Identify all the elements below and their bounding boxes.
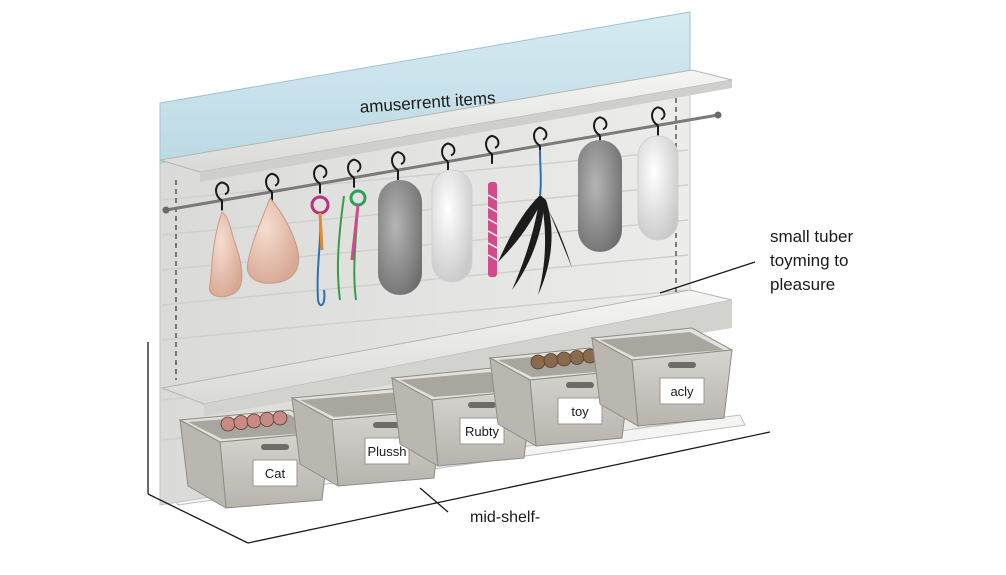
callout-right-line-3: pleasure xyxy=(770,275,835,294)
callout-right-line-2: toyming to xyxy=(770,251,848,270)
feather-wand-string xyxy=(539,149,542,196)
bin-label-card xyxy=(557,397,603,425)
hook-icon xyxy=(347,158,362,188)
hook-icon xyxy=(485,134,500,164)
hook-icon xyxy=(215,181,230,211)
callout-leaders xyxy=(659,261,756,294)
callout-bottom: mid-shelf- xyxy=(470,509,540,526)
hanging-rod xyxy=(165,113,719,212)
callout-right-line-1: small tuber xyxy=(770,227,853,246)
bin-content-item xyxy=(556,351,572,367)
braided-toy-pink xyxy=(488,182,497,277)
bin-side xyxy=(291,397,339,487)
plush-gray-1 xyxy=(378,180,422,295)
hooks-group xyxy=(215,106,666,211)
bin-label: toy xyxy=(571,404,589,419)
bin-label-card xyxy=(252,459,298,487)
rubber-toy-small xyxy=(209,211,243,298)
hanging-toys xyxy=(209,135,679,307)
bin-label: Cat xyxy=(265,466,286,481)
hook-icon xyxy=(441,142,456,172)
hook-icon xyxy=(391,151,406,181)
bin-handle xyxy=(468,402,496,408)
bin-label: Rubty xyxy=(465,424,499,439)
bin-label-card xyxy=(659,377,705,405)
bin-side xyxy=(391,377,439,467)
dimension-lines xyxy=(147,342,771,544)
bin-handle xyxy=(373,422,401,428)
mid-shelf-edge xyxy=(204,300,732,416)
feather-toy-black xyxy=(498,195,572,295)
plush-gray-2 xyxy=(578,140,622,252)
bin-handle xyxy=(668,362,696,368)
plush-white-1 xyxy=(431,169,473,283)
bin-side xyxy=(179,419,227,509)
loop-wand-magenta-stick xyxy=(318,212,324,251)
rod-end-left xyxy=(162,206,170,214)
rubber-toy-large xyxy=(246,197,300,284)
hook-icon xyxy=(313,164,328,194)
top-shelf-edge xyxy=(200,80,732,182)
bin-content-item xyxy=(543,353,559,368)
bin-label: Plussh xyxy=(367,444,406,459)
bin-content-item xyxy=(530,354,546,370)
storage-bin: Cat xyxy=(178,409,332,509)
bin-label-card xyxy=(459,417,505,445)
bin-content-item xyxy=(569,350,585,365)
storage-bin: acly xyxy=(590,327,734,427)
braided-toy-stripes xyxy=(487,194,498,261)
bin-handle xyxy=(566,382,594,388)
bin-label-card xyxy=(364,437,410,465)
bin-side xyxy=(591,337,639,427)
bin-handle xyxy=(261,444,289,450)
bin-content-item xyxy=(233,415,249,430)
loop-wand-green-stick xyxy=(350,204,360,261)
bin-label: acly xyxy=(670,384,694,399)
plush-white-2 xyxy=(637,135,679,241)
bin-side xyxy=(489,357,537,447)
bin-interior xyxy=(600,332,724,357)
bin-content-item xyxy=(259,412,275,427)
bins-group: Cat Plussh Rubty toy acly xyxy=(178,327,734,509)
bin-content-item xyxy=(272,410,288,426)
hook-icon xyxy=(651,106,666,136)
rod-end-right xyxy=(714,111,722,119)
bin-content-item xyxy=(220,416,236,432)
bin-content-item xyxy=(246,413,262,429)
storage-bin: toy xyxy=(488,347,632,447)
